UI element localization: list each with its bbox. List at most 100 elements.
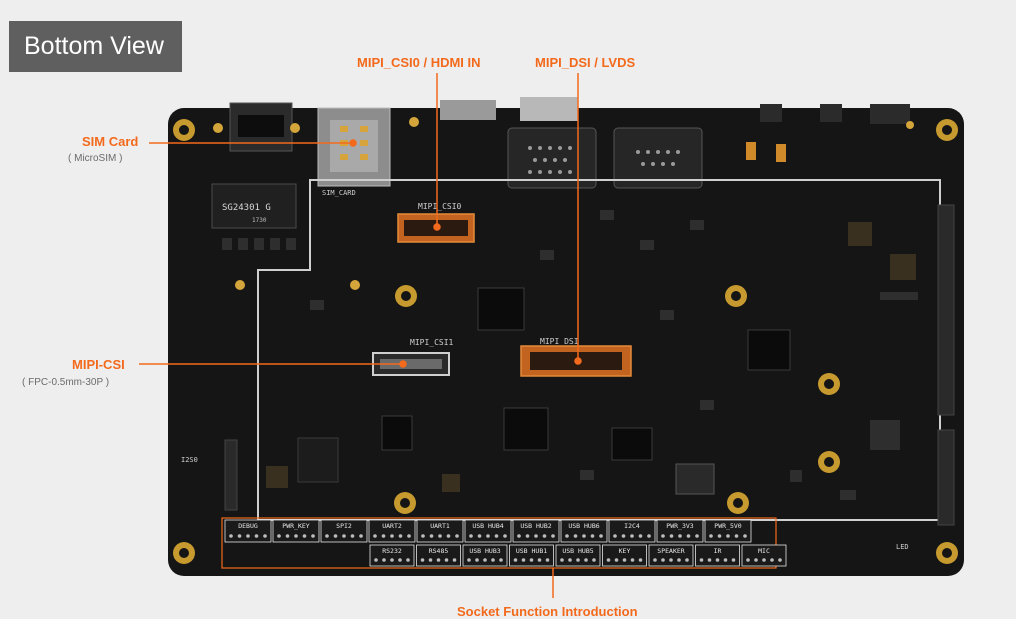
socket-pin [606, 558, 611, 562]
socket-speaker: SPEAKER [648, 544, 694, 567]
socket-box [272, 519, 320, 543]
socket-label: USB HUB5 [562, 547, 593, 555]
socket-pin [599, 534, 603, 538]
socket-pwr-3v3: PWR_3V3 [656, 519, 704, 543]
socket-pin [622, 558, 627, 562]
socket-label: USB HUB6 [568, 522, 599, 530]
socket-box [224, 519, 272, 543]
socket-label: DEBUG [238, 522, 258, 530]
socket-pin [503, 534, 507, 538]
socket-label: RS232 [382, 547, 402, 555]
socket-label: USB HUB4 [472, 522, 503, 530]
socket-pin [743, 534, 747, 538]
socket-pin [614, 558, 619, 562]
socket-pin [499, 558, 503, 562]
socket-pin [678, 534, 682, 538]
socket-pin [333, 534, 338, 538]
socket-pin [428, 558, 433, 562]
socket-label: RS485 [429, 547, 449, 555]
socket-debug: DEBUG [224, 519, 272, 543]
socket-pin [630, 558, 635, 562]
ic-chip [381, 415, 413, 451]
socket-pin [551, 534, 555, 538]
socket-box [608, 519, 656, 543]
socket-pin [726, 534, 730, 538]
socket-label: I2C4 [624, 522, 640, 530]
socket-pin [661, 558, 665, 562]
socket-usb-hub5: USB HUB5 [555, 544, 601, 567]
socket-pin [246, 534, 250, 538]
socket-label: SPI2 [336, 522, 352, 530]
socket-pin [311, 534, 315, 538]
silk-mipi-csi1: MIPI_CSI1 [410, 338, 454, 347]
mipi-csi-label: MIPI-CSI [72, 357, 125, 372]
socket-pin [237, 534, 242, 538]
socket-strip-frame [221, 517, 777, 569]
socket-rs485: RS485 [416, 544, 461, 567]
socket-label: PWR_5V0 [714, 522, 741, 530]
socket-intro-label: Socket Function Introduction [457, 604, 638, 619]
socket-uart2: UART2 [368, 519, 416, 543]
mipi-csi-sublabel: ( FPC-0.5mm-30P ) [22, 377, 110, 388]
socket-key: KEY [602, 544, 647, 567]
socket-box [512, 519, 560, 543]
socket-i2c4: I2C4 [608, 519, 656, 543]
socket-label: MIC [758, 547, 770, 555]
socket-pin [277, 534, 281, 538]
socket-box [416, 544, 461, 567]
socket-box [320, 519, 368, 543]
socket-pin [529, 558, 534, 562]
socket-box [369, 544, 415, 567]
socket-usb-hub3: USB HUB3 [462, 544, 508, 567]
socket-pin [491, 558, 495, 562]
socket-box [464, 519, 512, 543]
socket-pin [294, 534, 298, 538]
socket-pwr-5v0: PWR_5V0 [704, 519, 752, 543]
socket-pin [542, 534, 547, 538]
socket-pin [486, 534, 490, 538]
ic-chip [675, 463, 715, 495]
socket-pin [467, 558, 471, 562]
socket-box [602, 544, 647, 567]
socket-pin [285, 534, 290, 538]
socket-pin [455, 534, 459, 538]
socket-pin [342, 534, 346, 538]
socket-pin [525, 534, 530, 538]
socket-rs232: RS232 [369, 544, 415, 567]
inductor [266, 466, 288, 488]
silk-led: LED [896, 543, 909, 551]
socket-pin [537, 558, 542, 562]
silk-mipi-csi0: MIPI_CSI0 [418, 202, 462, 211]
socket-pin [452, 558, 457, 562]
socket-pin [592, 558, 596, 562]
socket-label: USB HUB1 [516, 547, 547, 555]
socket-box [656, 519, 704, 543]
socket-pin [483, 558, 487, 562]
socket-spi2: SPI2 [320, 519, 368, 543]
socket-box [555, 544, 601, 567]
ic-chip [611, 427, 653, 461]
socket-pin [734, 534, 739, 538]
socket-box [741, 544, 787, 567]
socket-pin [444, 558, 449, 562]
socket-pin [229, 534, 233, 538]
socket-pin [407, 534, 411, 538]
socket-pin [325, 534, 329, 538]
serial-port [613, 127, 703, 189]
page-title: Bottom View [9, 21, 182, 72]
socket-pin [560, 558, 564, 562]
socket-label: USB HUB2 [520, 522, 551, 530]
socket-box [695, 544, 740, 567]
socket-pin [707, 558, 712, 562]
transformer-label: SG24301 G [222, 203, 271, 213]
callout-lines [139, 73, 582, 598]
socket-pin [565, 534, 569, 538]
socket-label: IR [714, 547, 722, 555]
socket-pin [638, 558, 643, 562]
socket-pwr-key: PWR_KEY [272, 519, 320, 543]
socket-pin [568, 558, 572, 562]
socket-pin [669, 558, 673, 562]
